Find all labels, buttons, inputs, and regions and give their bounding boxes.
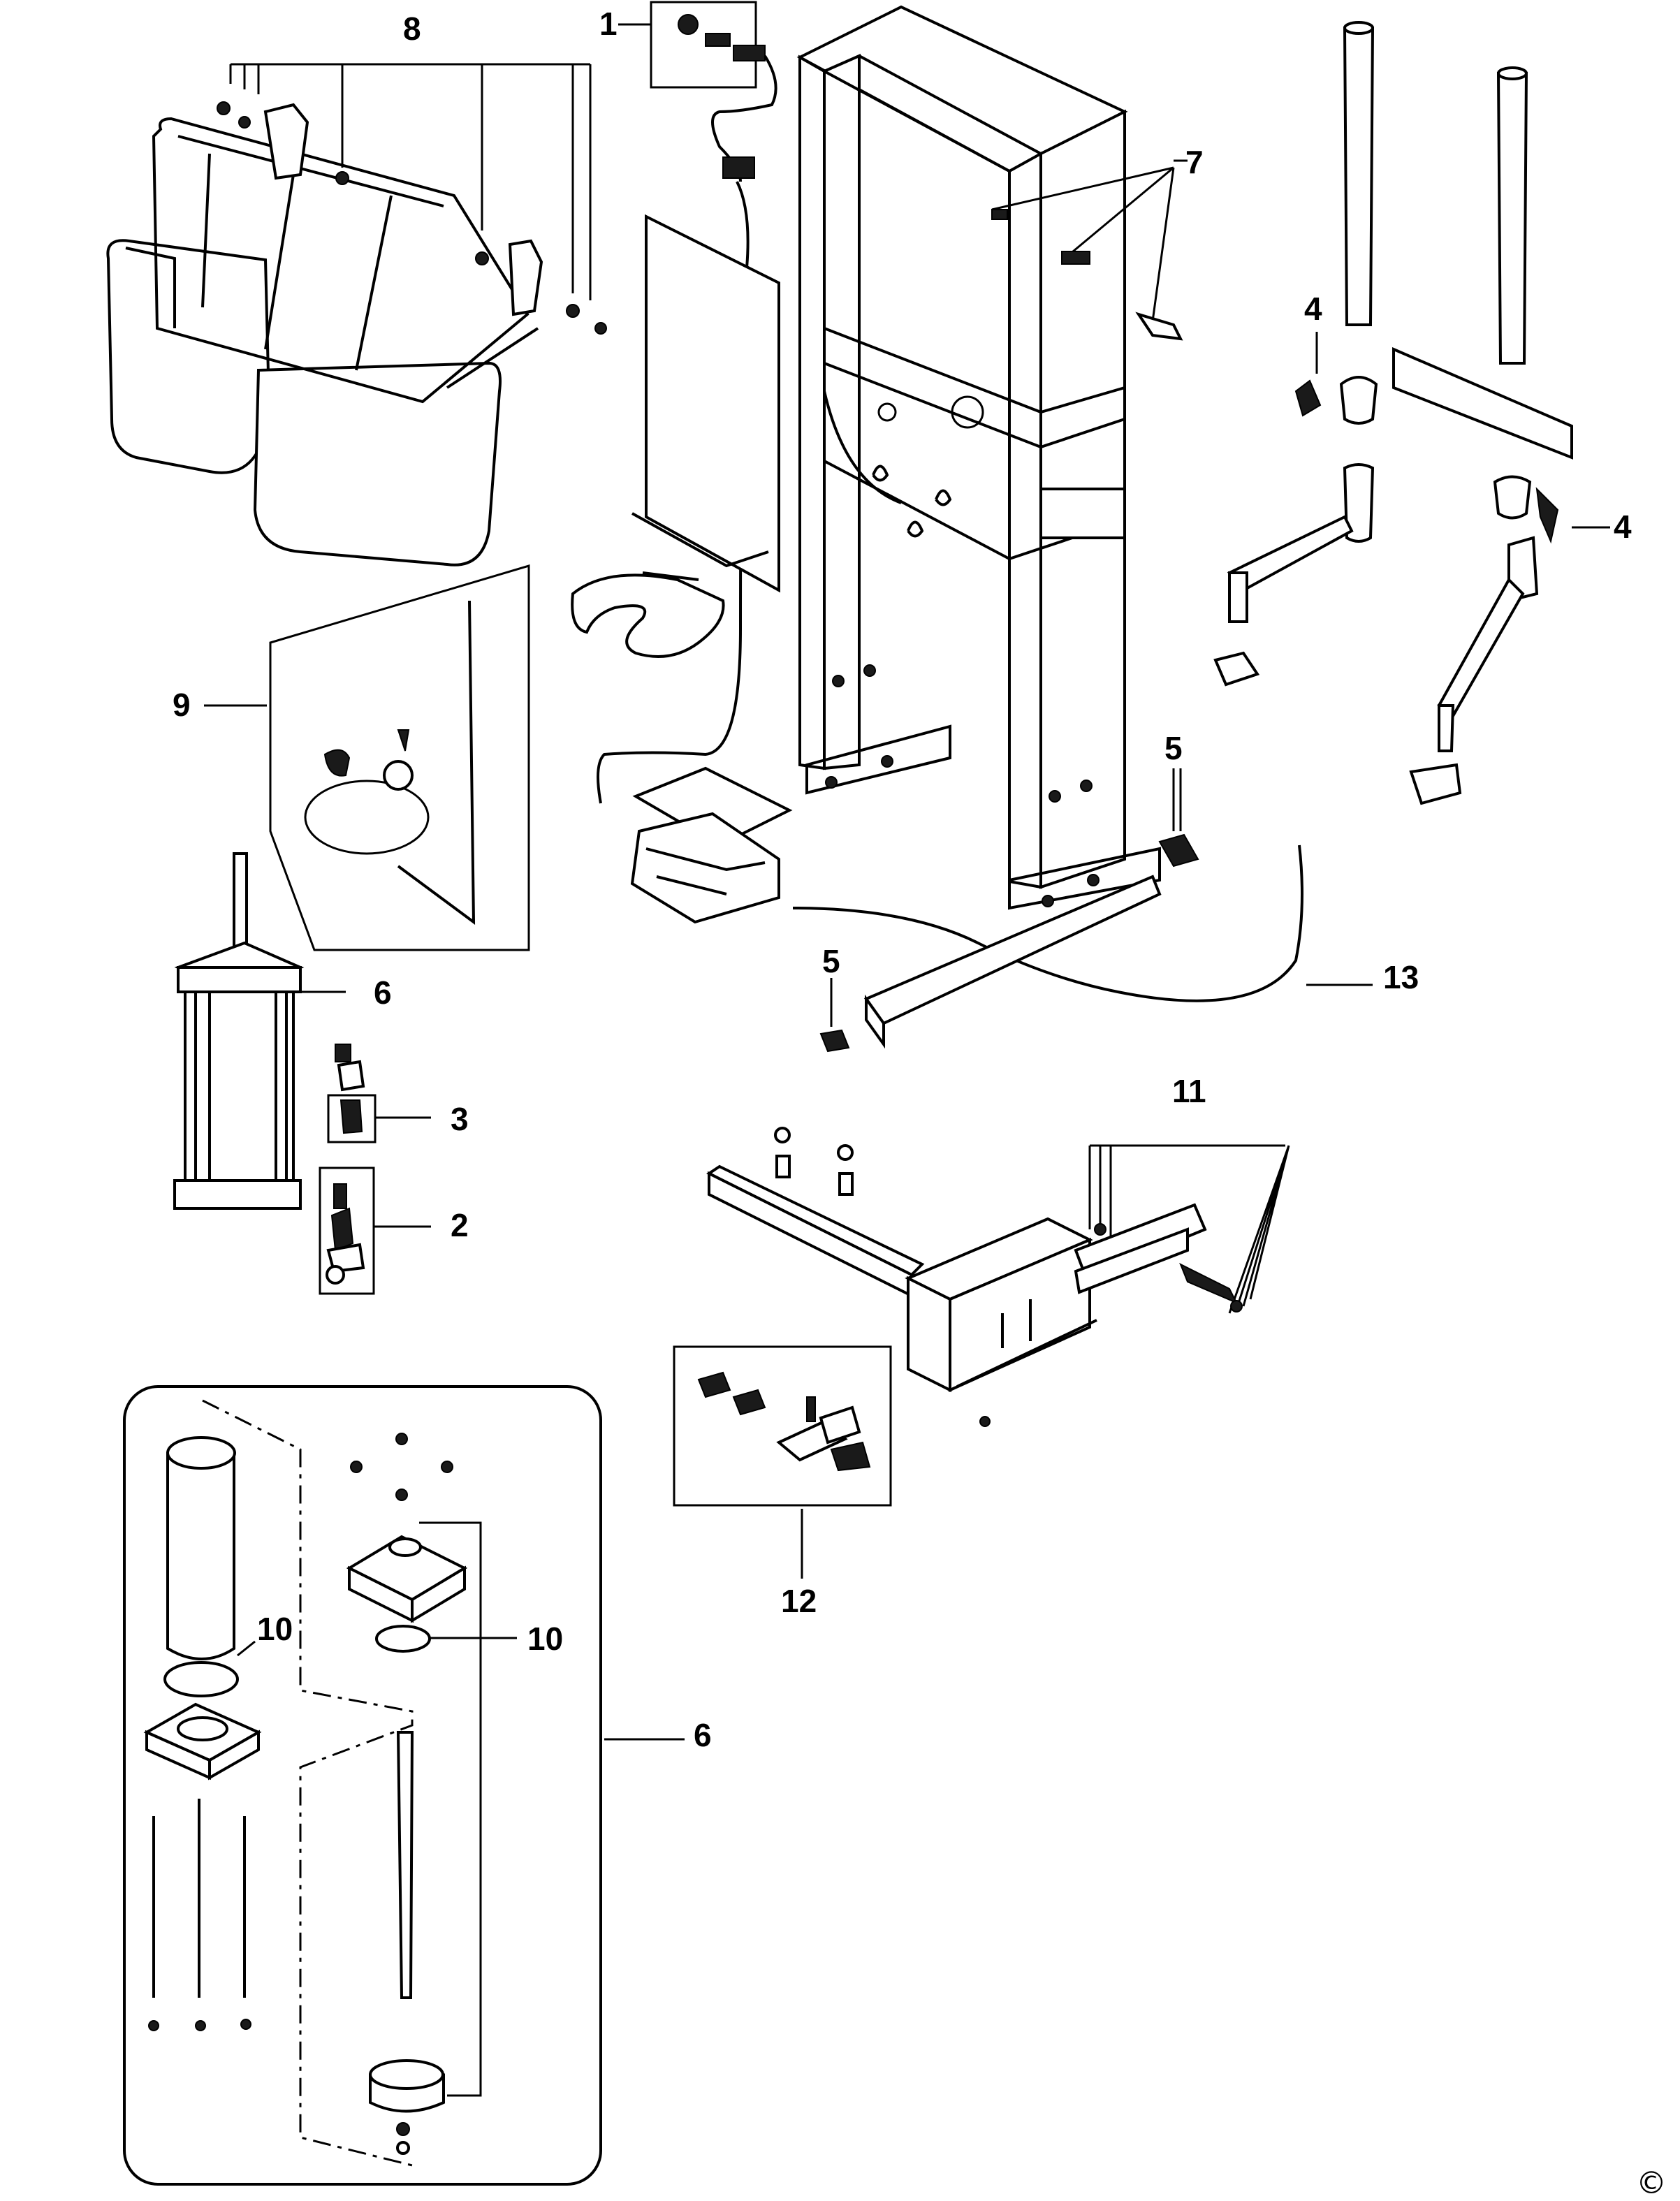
callout-13: 13 — [1383, 959, 1419, 995]
part-4-head-clamps — [1213, 21, 1610, 805]
foot-pedal-assembly — [630, 766, 793, 924]
callout-10-left: 10 — [257, 1611, 293, 1647]
callout-11: 11 — [1172, 1073, 1206, 1109]
part-12-valve-kit — [673, 1345, 892, 1579]
part-13-hose — [792, 844, 1373, 1002]
callout-6-cylinder: 6 — [374, 974, 392, 1011]
copyright-mark: © — [1636, 2165, 1667, 2201]
callout-9: 9 — [173, 687, 191, 723]
part-6-exploded-panel — [123, 1385, 685, 2186]
callout-4-left: 4 — [1304, 291, 1322, 327]
callout-5-left: 5 — [822, 943, 840, 979]
part-5-feet — [819, 768, 1199, 1053]
part-11-base — [706, 1127, 1290, 1427]
callout-5-right: 5 — [1164, 730, 1183, 766]
callout-10-right: 10 — [527, 1621, 563, 1657]
part-2-valve — [319, 1167, 431, 1295]
part-9-bracket-kit — [204, 564, 530, 951]
main-press-frame — [796, 5, 1161, 910]
part-7-pins — [991, 159, 1188, 341]
callout-3: 3 — [451, 1101, 469, 1137]
callout-12: 12 — [781, 1583, 817, 1619]
callout-1: 1 — [599, 6, 618, 42]
callout-8: 8 — [403, 10, 421, 47]
callout-6-panel: 6 — [694, 1717, 712, 1753]
callout-leaders — [1179, 332, 1318, 831]
base-leg-front — [863, 875, 1162, 1049]
press-bed-plate — [571, 214, 780, 658]
part-8-basket — [106, 63, 607, 566]
callout-7: 7 — [1185, 144, 1204, 180]
part-3-valve — [327, 1044, 431, 1143]
callout-4-right: 4 — [1614, 509, 1632, 545]
callout-2: 2 — [451, 1207, 469, 1243]
part-6-cylinder — [173, 852, 346, 1210]
